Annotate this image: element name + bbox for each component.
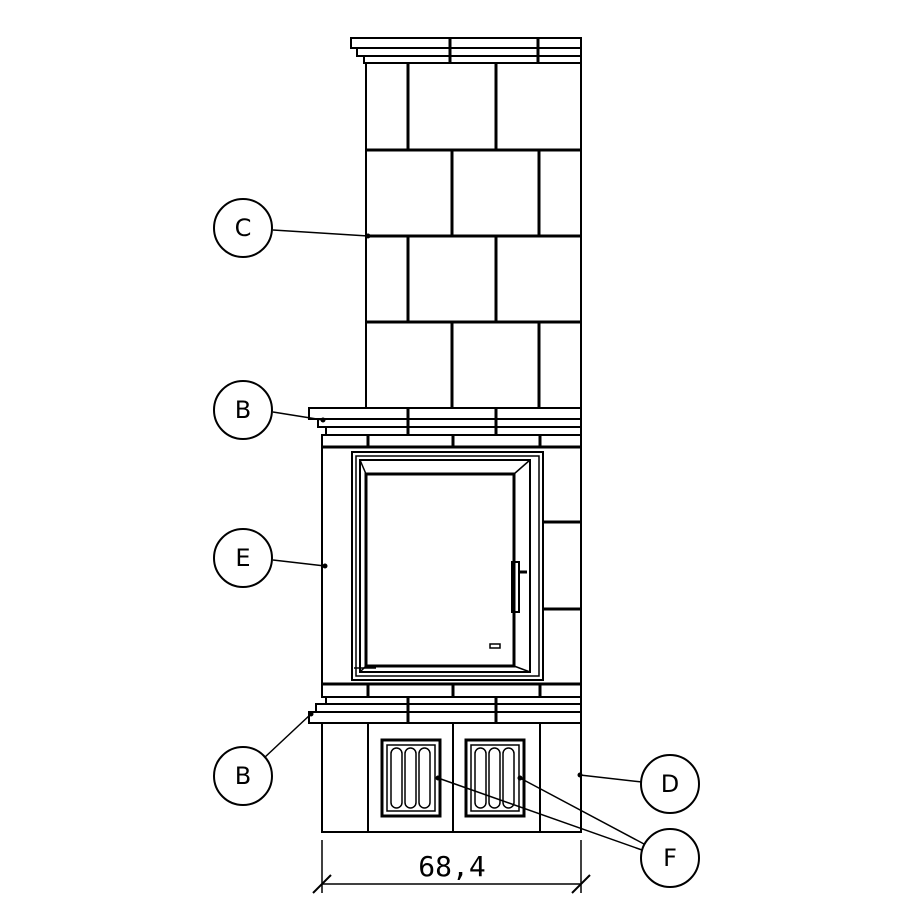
upper-tile-column — [365, 62, 582, 409]
callout-label-b-top: B — [235, 396, 251, 424]
callout-label-d: D — [661, 770, 679, 798]
callout-b-top: B — [213, 380, 326, 440]
callout-label-f: F — [663, 844, 677, 872]
lower-cornice — [308, 696, 582, 724]
top-cornice — [350, 37, 582, 64]
callout-f: F — [435, 775, 700, 888]
callout-d: D — [577, 754, 700, 814]
dimension-label: 68,4 — [418, 850, 485, 883]
callout-label-e: E — [235, 544, 250, 572]
base-section — [321, 722, 582, 833]
callout-c: C — [213, 198, 371, 258]
middle-cornice — [308, 407, 582, 436]
door-handle — [511, 561, 520, 613]
callout-b-bottom: B — [213, 711, 314, 806]
width-dimension: 68,4 — [312, 840, 591, 894]
callout-label-b-bottom: B — [235, 762, 251, 790]
left-air-grille — [380, 738, 442, 818]
callout-e: E — [213, 528, 328, 588]
callout-label-c: C — [235, 214, 252, 242]
fire-door — [354, 459, 531, 673]
